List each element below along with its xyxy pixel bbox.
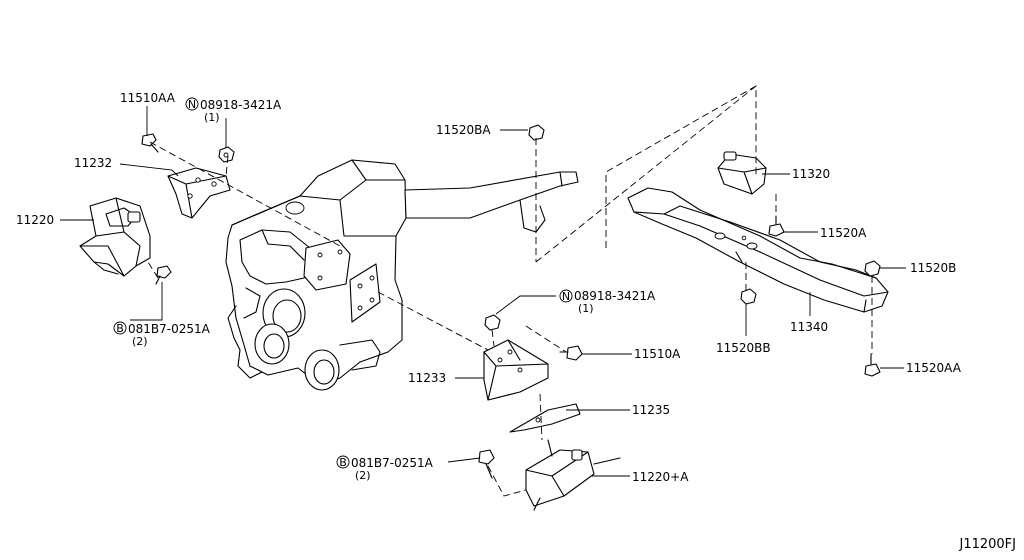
part-qty-mid: (1) <box>578 302 594 315</box>
left-bracket-11232 <box>167 167 231 219</box>
leader-lines <box>60 106 906 477</box>
part-code-08918-3421A-top: 08918-3421A <box>200 98 282 112</box>
mount-11220A <box>525 439 621 511</box>
part-qty-left: (2) <box>132 335 148 348</box>
part-code-08918-3421A-mid: 08918-3421A <box>574 289 656 303</box>
bolt-icon <box>478 449 495 479</box>
nut-symbol-mid: N <box>559 289 573 303</box>
nut-icon <box>218 146 235 163</box>
bolt-icon <box>864 353 881 377</box>
part-label-11510A: 11510A <box>634 347 681 361</box>
nut-icon <box>528 124 545 141</box>
nut-icon <box>484 314 501 331</box>
bolt-icon <box>141 133 159 153</box>
mount-insulator-11320 <box>717 151 767 195</box>
part-label-11520BB: 11520BB <box>716 341 771 355</box>
part-label-11320: 11320 <box>792 167 830 181</box>
part-qty-top: (1) <box>204 111 220 124</box>
svg-text:B: B <box>339 456 347 469</box>
nut-symbol-top: N <box>185 97 199 111</box>
bolt-icon <box>768 215 785 237</box>
part-label-11520A: 11520A <box>820 226 867 240</box>
part-label-11340: 11340 <box>790 320 828 334</box>
part-label-11510AA: 11510AA <box>120 91 176 105</box>
part-label-11520B: 11520B <box>910 261 956 275</box>
part-label-11220A: 11220+A <box>632 470 689 484</box>
bolt-symbol-bottom: B <box>336 455 350 469</box>
bolt-icon <box>155 265 172 285</box>
bolt-icon <box>559 345 583 361</box>
part-code-081B7-0251A-left: 081B7-0251A <box>128 322 211 336</box>
svg-text:N: N <box>562 290 570 303</box>
part-label-11233: 11233 <box>408 371 446 385</box>
part-code-081B7-0251A-bottom: 081B7-0251A <box>351 456 434 470</box>
center-bracket-11233 <box>483 339 549 401</box>
nut-icon <box>740 288 757 305</box>
svg-text:N: N <box>188 98 196 111</box>
left-engine-mount <box>79 197 151 277</box>
part-label-11235: 11235 <box>632 403 670 417</box>
bolt-symbol-left: B <box>113 321 127 335</box>
nut-icon <box>864 260 881 277</box>
insulator-11235 <box>509 403 581 433</box>
assembly-dashed-lines <box>147 85 873 497</box>
svg-text:B: B <box>116 322 124 335</box>
part-qty-bottom: (2) <box>355 469 371 482</box>
part-label-11520AA: 11520AA <box>906 361 962 375</box>
part-label-11232: 11232 <box>74 156 112 170</box>
transmission-illustration <box>225 159 579 391</box>
crossmember-11340 <box>627 187 889 313</box>
part-label-11520BA: 11520BA <box>436 123 491 137</box>
diagram-id: J11200FJ <box>958 537 1016 552</box>
part-label-11220: 11220 <box>16 213 54 227</box>
